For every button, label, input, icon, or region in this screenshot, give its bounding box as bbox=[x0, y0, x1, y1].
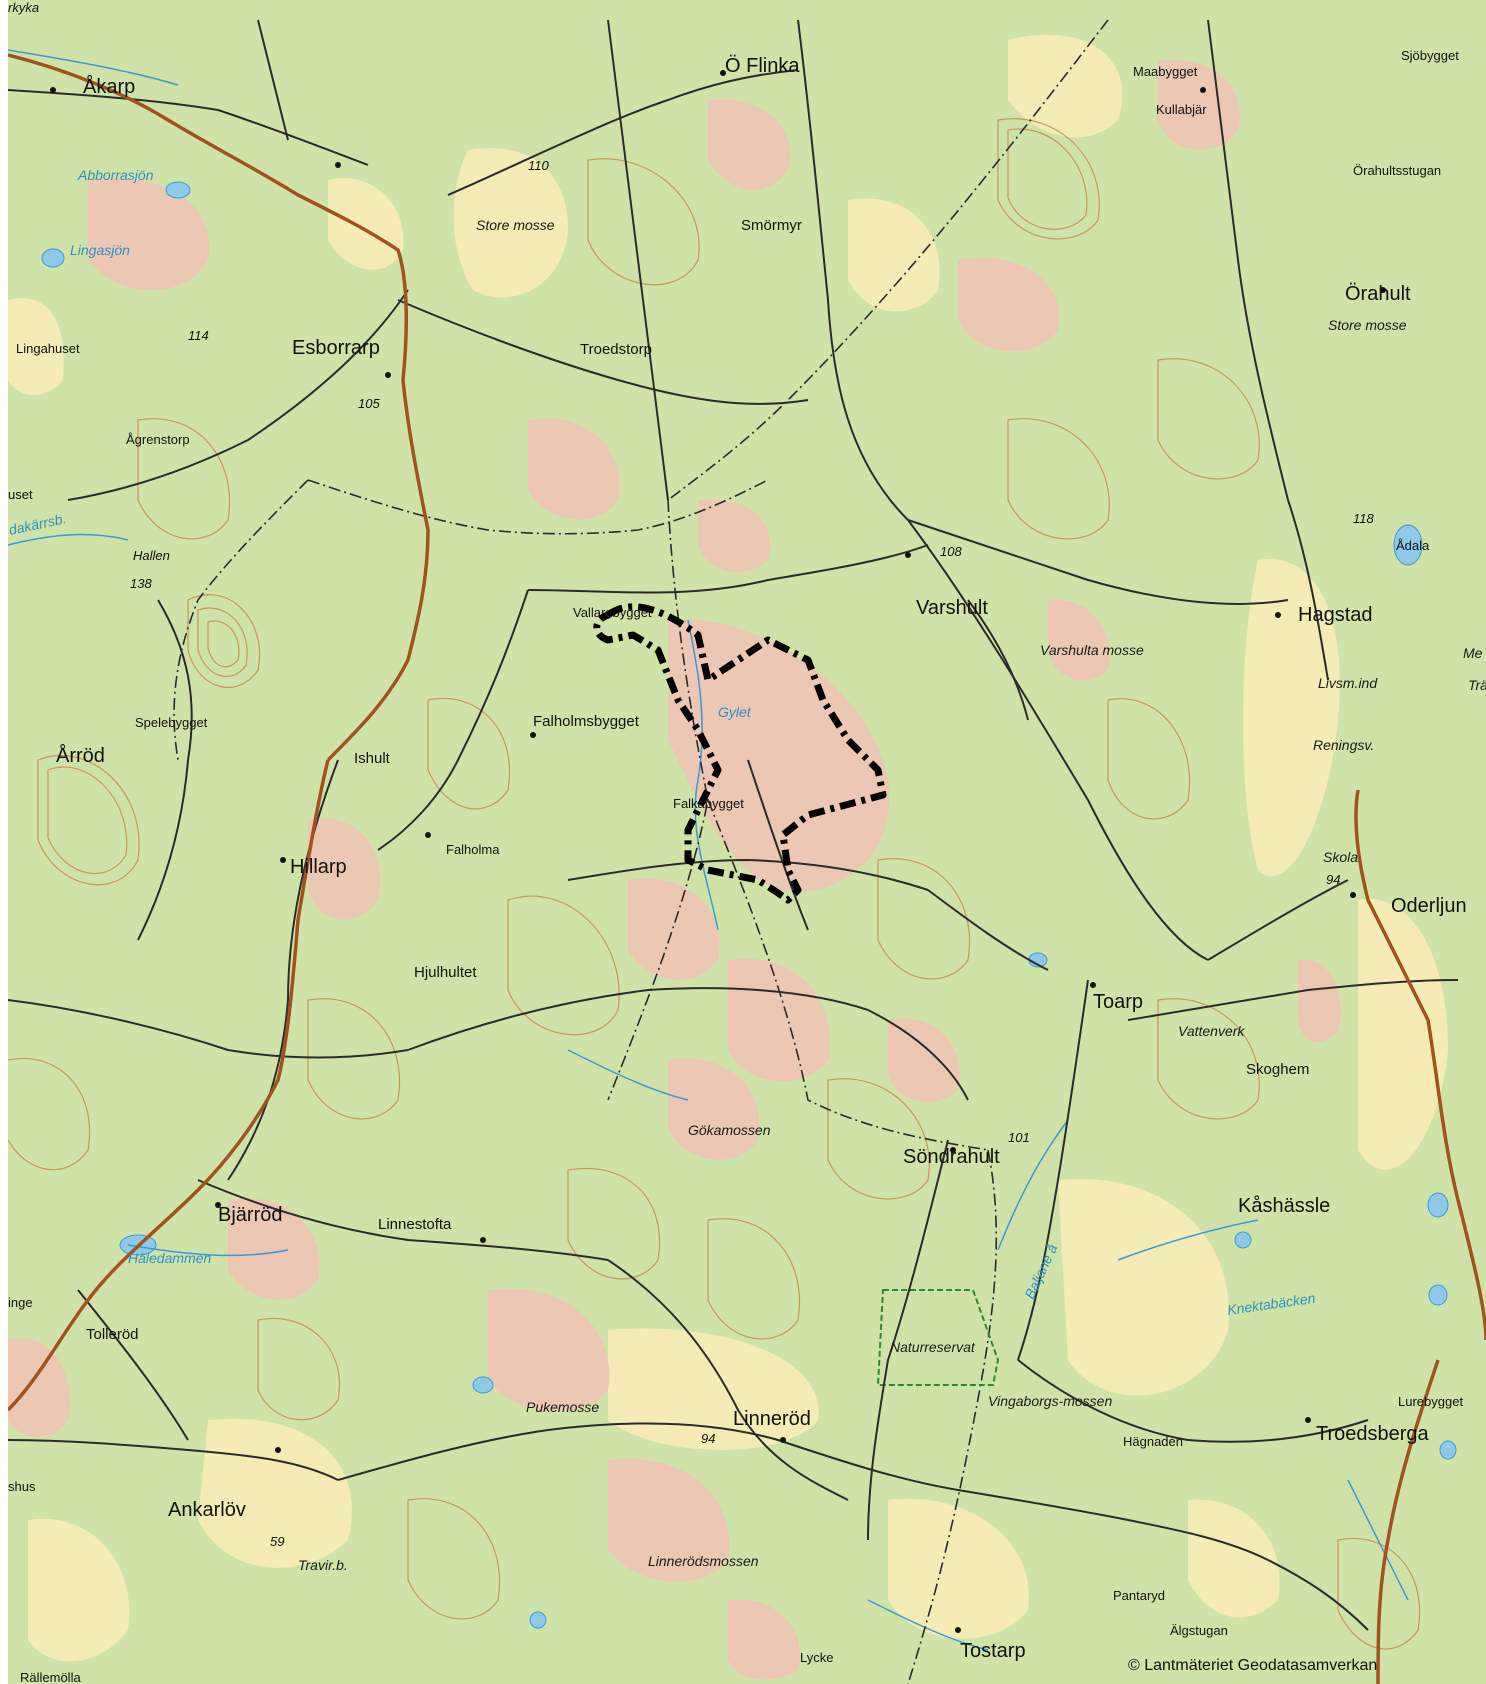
water-bodies bbox=[41, 181, 1457, 1629]
svg-text:Ådala: Ådala bbox=[1396, 538, 1430, 553]
svg-text:118: 118 bbox=[1353, 511, 1374, 526]
bog-areas bbox=[8, 59, 1341, 1680]
svg-text:Söndrahult: Söndrahult bbox=[903, 1146, 1000, 1168]
svg-text:Hallen: Hallen bbox=[133, 548, 170, 563]
svg-text:94: 94 bbox=[1326, 872, 1340, 887]
copyright-notice: © Lantmäteriet Geodatasamverkan bbox=[1128, 1657, 1377, 1674]
svg-text:Årröd: Årröd bbox=[56, 744, 105, 767]
settlement-markers bbox=[50, 70, 1386, 1633]
svg-text:Örahultsstugan: Örahultsstugan bbox=[1353, 163, 1441, 178]
svg-text:Me: Me bbox=[1463, 645, 1483, 661]
svg-text:Linnestofta: Linnestofta bbox=[378, 1216, 452, 1233]
minor-roads bbox=[8, 19, 1459, 1631]
field-areas bbox=[8, 34, 1448, 1662]
svg-text:Åkarp: Åkarp bbox=[83, 75, 135, 98]
svg-text:Rällemölla: Rällemölla bbox=[20, 1670, 81, 1684]
svg-text:Älgstugan: Älgstugan bbox=[1170, 1623, 1228, 1638]
svg-text:Lurebygget: Lurebygget bbox=[1398, 1394, 1463, 1409]
svg-text:Spelebygget: Spelebygget bbox=[135, 715, 208, 730]
nature-labels: Store mosse Store mosse Varshulta mosse … bbox=[298, 217, 1486, 1573]
svg-text:Store mosse: Store mosse bbox=[1328, 317, 1407, 333]
svg-text:Tostarp: Tostarp bbox=[960, 1640, 1026, 1662]
svg-text:rkyka: rkyka bbox=[8, 0, 39, 15]
svg-text:Smörmyr: Smörmyr bbox=[741, 217, 802, 234]
svg-text:Toarp: Toarp bbox=[1093, 991, 1143, 1013]
svg-text:Abborrasjön: Abborrasjön bbox=[77, 167, 154, 183]
svg-text:Livsm.ind: Livsm.ind bbox=[1318, 675, 1378, 691]
svg-text:138: 138 bbox=[130, 576, 152, 591]
svg-text:Hjulhultet: Hjulhultet bbox=[414, 964, 477, 981]
svg-text:Häledammen: Häledammen bbox=[128, 1250, 211, 1266]
svg-text:Hägnaden: Hägnaden bbox=[1123, 1434, 1183, 1449]
svg-text:shus: shus bbox=[8, 1479, 36, 1494]
svg-text:Store mosse: Store mosse bbox=[476, 217, 555, 233]
svg-text:Pukemosse: Pukemosse bbox=[526, 1399, 599, 1415]
svg-text:Skola: Skola bbox=[1323, 849, 1358, 865]
svg-text:Varshulta mosse: Varshulta mosse bbox=[1040, 642, 1144, 658]
svg-text:uset: uset bbox=[8, 487, 33, 502]
svg-text:Vallarebygget: Vallarebygget bbox=[573, 605, 652, 620]
svg-text:Falholmsbygget: Falholmsbygget bbox=[533, 713, 640, 730]
svg-text:Kåshässle: Kåshässle bbox=[1238, 1195, 1330, 1217]
svg-text:Sjöbygget: Sjöbygget bbox=[1401, 48, 1459, 63]
svg-text:Varshult: Varshult bbox=[916, 597, 988, 619]
svg-text:Ankarlöv: Ankarlöv bbox=[168, 1499, 246, 1521]
place-labels-large: Åkarp Ö Flinka Esborrarp Varshult Hagsta… bbox=[56, 55, 1467, 1662]
svg-text:Örahult: Örahult bbox=[1345, 283, 1411, 305]
svg-text:Gylet: Gylet bbox=[718, 704, 752, 720]
svg-text:Lycke: Lycke bbox=[800, 1650, 833, 1665]
svg-text:Lingahuset: Lingahuset bbox=[16, 341, 80, 356]
main-roads bbox=[8, 53, 1486, 1684]
svg-text:Troedsberga: Troedsberga bbox=[1316, 1423, 1430, 1445]
svg-text:Pantaryd: Pantaryd bbox=[1113, 1588, 1165, 1603]
svg-text:105: 105 bbox=[358, 396, 380, 411]
svg-text:110: 110 bbox=[528, 158, 549, 173]
elevation-labels: 110 114 105 138 108 118 94 101 94 59 Hal… bbox=[8, 0, 1374, 1549]
svg-text:Travir.b.: Travir.b. bbox=[298, 1557, 348, 1573]
streams bbox=[8, 49, 1409, 1651]
svg-text:Bjärröd: Bjärröd bbox=[218, 1204, 282, 1226]
svg-text:Maabygget: Maabygget bbox=[1133, 64, 1198, 79]
svg-text:101: 101 bbox=[1008, 1130, 1030, 1145]
svg-text:108: 108 bbox=[940, 544, 962, 559]
svg-text:Ågrenstorp: Ågrenstorp bbox=[126, 432, 190, 447]
svg-text:114: 114 bbox=[188, 328, 209, 343]
svg-text:94: 94 bbox=[701, 1431, 715, 1446]
topographic-map[interactable]: Åkarp Ö Flinka Esborrarp Varshult Hagsta… bbox=[8, 0, 1486, 1684]
svg-text:Hillarp: Hillarp bbox=[290, 856, 347, 878]
svg-text:Vattenverk: Vattenverk bbox=[1178, 1023, 1245, 1039]
svg-text:inge: inge bbox=[8, 1295, 33, 1310]
svg-text:Trä: Trä bbox=[1468, 677, 1486, 693]
svg-text:Hagstad: Hagstad bbox=[1298, 604, 1373, 626]
municipal-boundaries bbox=[173, 19, 1109, 1684]
svg-text:Falholma: Falholma bbox=[446, 842, 500, 857]
svg-text:Oderljun: Oderljun bbox=[1391, 895, 1467, 917]
svg-text:Troedstorp: Troedstorp bbox=[580, 341, 652, 358]
svg-text:Tolleröd: Tolleröd bbox=[86, 1326, 139, 1343]
svg-text:Kullabjär: Kullabjär bbox=[1156, 102, 1207, 117]
svg-text:Gökamossen: Gökamossen bbox=[688, 1122, 771, 1138]
svg-text:Naturreservat: Naturreservat bbox=[890, 1339, 976, 1355]
nature-reserve-boundary bbox=[876, 1289, 1000, 1386]
study-area-boundary bbox=[593, 603, 887, 904]
svg-text:Ishult: Ishult bbox=[354, 750, 391, 767]
svg-text:Esborrarp: Esborrarp bbox=[292, 337, 380, 359]
svg-text:Linneröd: Linneröd bbox=[733, 1408, 811, 1430]
svg-text:Ö Flinka: Ö Flinka bbox=[725, 55, 800, 77]
svg-text:59: 59 bbox=[270, 1534, 284, 1549]
svg-text:Lingasjön: Lingasjön bbox=[70, 242, 130, 258]
svg-text:Vingaborgs-mossen: Vingaborgs-mossen bbox=[988, 1393, 1112, 1409]
svg-text:Skoghem: Skoghem bbox=[1246, 1061, 1309, 1078]
svg-text:Reningsv.: Reningsv. bbox=[1313, 737, 1374, 753]
svg-text:Falkabygget: Falkabygget bbox=[673, 796, 744, 811]
place-labels-medium: Smörmyr Troedstorp Ishult Falholmsbygget… bbox=[8, 48, 1463, 1684]
svg-text:Linnerödsmossen: Linnerödsmossen bbox=[648, 1553, 759, 1569]
